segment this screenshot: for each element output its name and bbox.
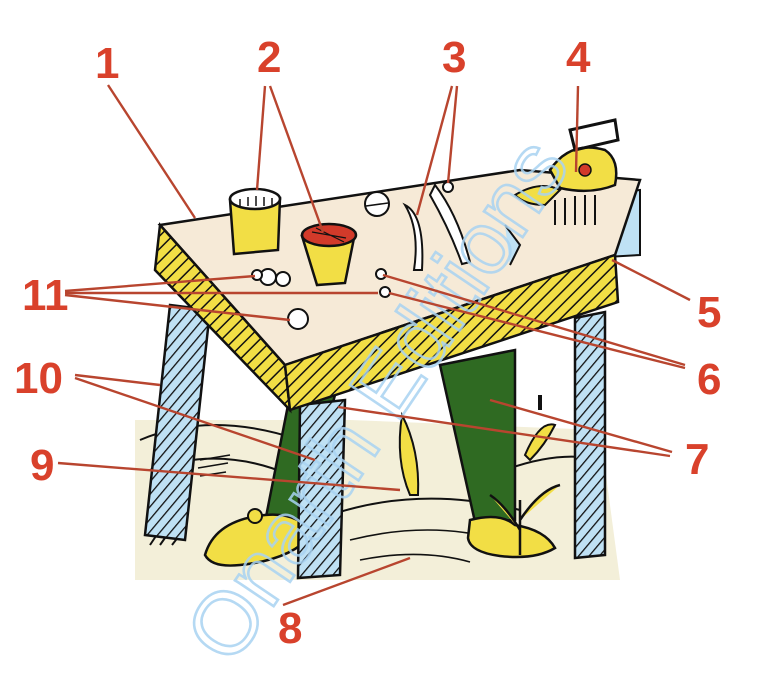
label-5: 5	[697, 288, 721, 337]
label-7: 7	[685, 435, 709, 484]
leader-9	[57, 461, 401, 492]
leader-10a	[74, 373, 161, 387]
cup-red	[300, 222, 358, 287]
label-11: 11	[22, 271, 69, 320]
purse	[504, 118, 620, 266]
leader-7a	[489, 398, 673, 454]
leader-11a	[64, 274, 256, 293]
callout-numbers: 1 2 3 4 5 6 7 8 9 10 11	[14, 33, 721, 653]
leader-5	[611, 258, 691, 302]
balls	[251, 191, 391, 330]
leader-3a	[415, 85, 454, 216]
leader-2a	[255, 85, 267, 191]
leader-8	[282, 556, 411, 607]
label-8: 8	[278, 604, 302, 653]
leader-10b	[74, 376, 316, 462]
leader-4	[574, 85, 580, 173]
leader-lines	[57, 84, 691, 607]
label-3: 3	[442, 33, 466, 82]
label-2: 2	[257, 33, 281, 82]
label-9: 9	[30, 441, 54, 490]
leader-7b	[337, 405, 671, 458]
leader-11c	[64, 293, 291, 322]
leader-6a	[382, 273, 686, 367]
leader-3b	[446, 85, 459, 184]
table-legs	[143, 303, 607, 580]
plants	[398, 395, 561, 555]
label-10: 10	[14, 354, 63, 403]
leader-6b	[388, 291, 686, 370]
label-4: 4	[566, 33, 591, 82]
label-6: 6	[697, 355, 721, 404]
label-1: 1	[95, 39, 119, 88]
leader-1	[106, 84, 197, 219]
cup-yellow	[228, 187, 282, 256]
table-objects	[228, 118, 620, 330]
leader-2b	[268, 85, 325, 233]
knives	[402, 181, 472, 271]
